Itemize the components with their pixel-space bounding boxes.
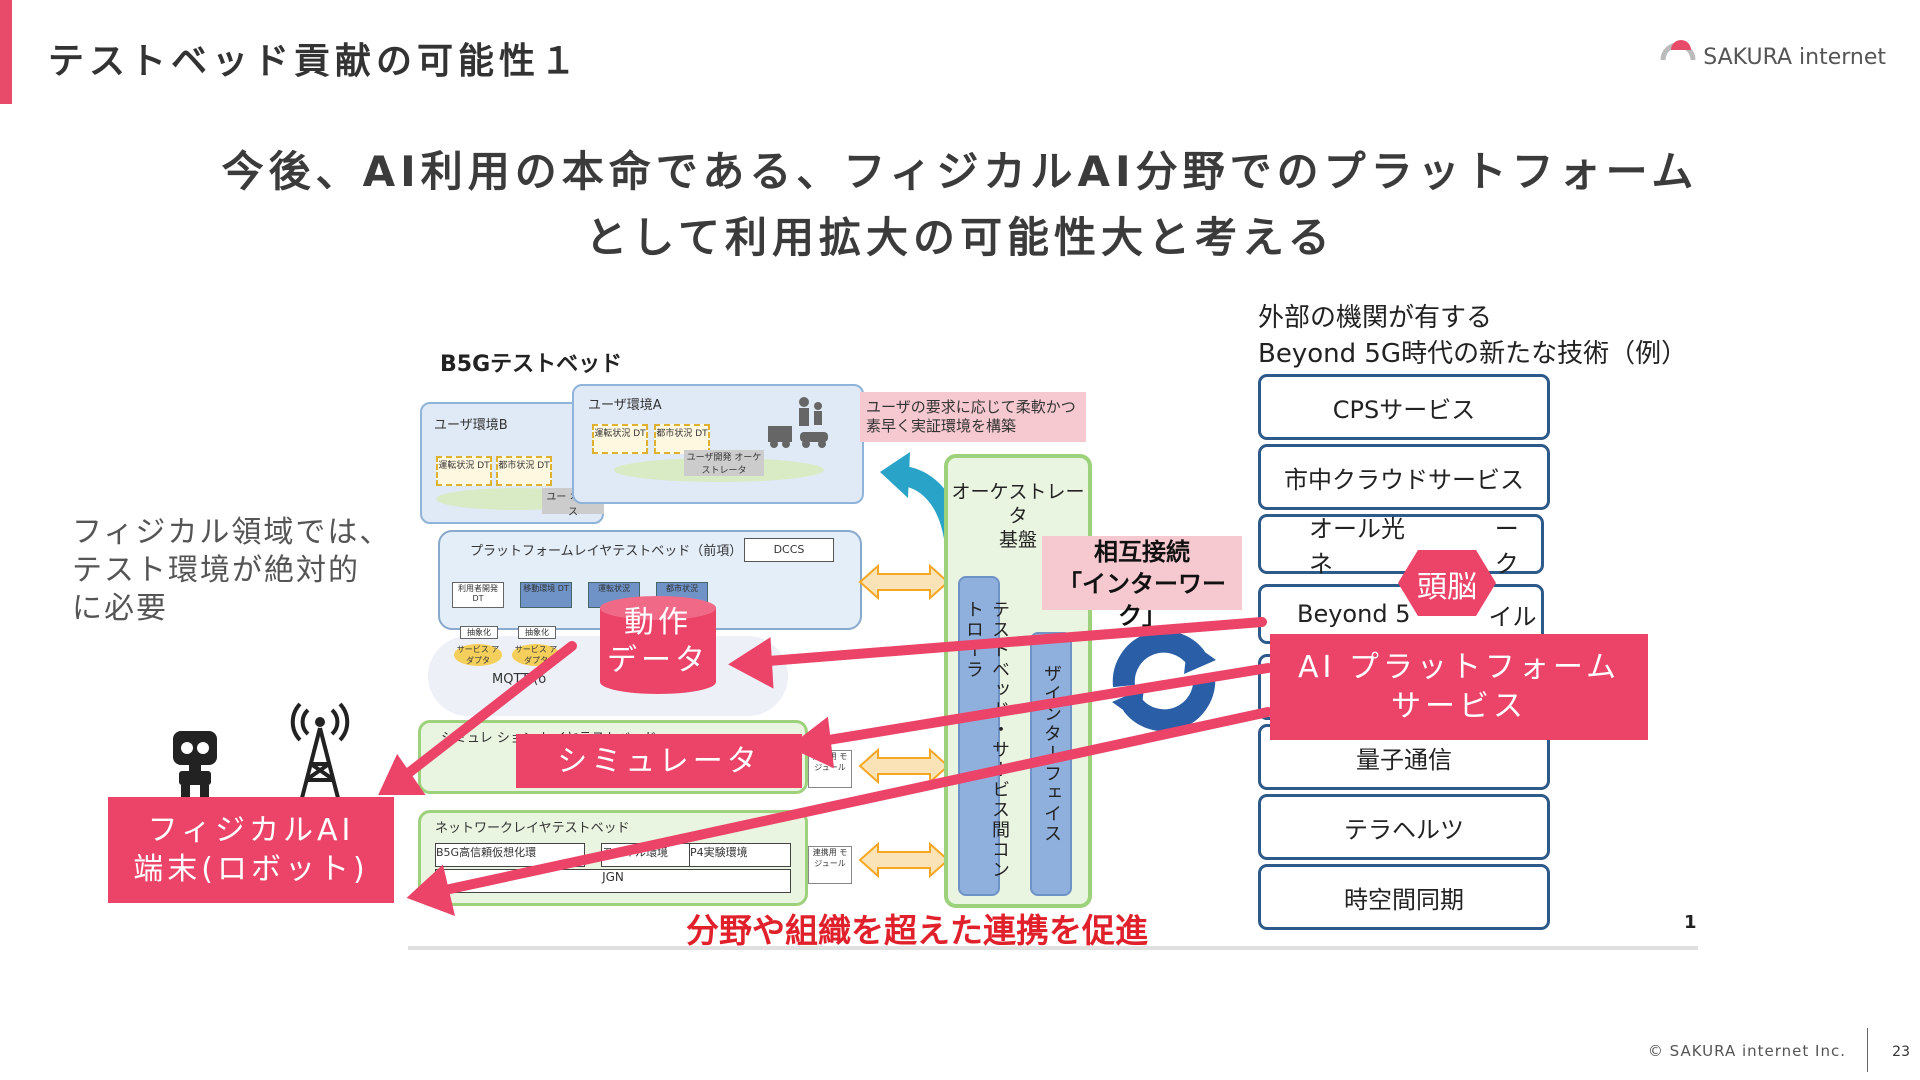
motion-data-cylinder: 動作 データ bbox=[600, 596, 716, 694]
service-controller-bar: テストベッド・サービス間コントローラ bbox=[958, 576, 1010, 896]
user-orchestrator: ユーザ開発 オーケストレータ bbox=[684, 450, 764, 476]
tech-item-cps: CPSサービス bbox=[1258, 374, 1550, 440]
interconnect-line1: 相互接続 bbox=[1094, 538, 1190, 566]
physical-ai-terminal-box: フィジカルAI 端末(ロボット) bbox=[108, 797, 394, 903]
physical-ai-label-line2: 端末(ロボット) bbox=[133, 852, 369, 887]
tech-item-all-optical-left: オール光ネ bbox=[1309, 515, 1405, 578]
arrow-to-simulator bbox=[811, 663, 1273, 747]
physical-ai-label-line1: フィジカルAI bbox=[147, 813, 355, 848]
sakura-logo-icon bbox=[1657, 40, 1699, 74]
module-box: 移動環境 DT bbox=[520, 582, 572, 608]
bottom-slogan: 分野や組織を超えた連携を促進 bbox=[686, 911, 1148, 950]
robot-icon bbox=[165, 725, 225, 805]
dt-box: 運転状況 DT bbox=[592, 424, 648, 454]
orchestrator-line2: 基盤 bbox=[998, 529, 1037, 551]
tech-item-b5g-mobile-right: イル bbox=[1488, 602, 1537, 631]
tech-item-terahertz: テラヘルツ bbox=[1258, 794, 1550, 860]
tech-item-spacetime-sync: 時空間同期 bbox=[1258, 864, 1550, 930]
left-note-line: に必要 bbox=[72, 591, 168, 626]
arrow-to-motion-data bbox=[751, 617, 1267, 667]
ai-platform-line2: サービス bbox=[1390, 689, 1527, 724]
user-env-b-label: ユーザ環境B bbox=[434, 418, 508, 433]
p4-env: P4実験環境 bbox=[689, 843, 791, 867]
copyright: © SAKURA internet Inc. bbox=[1647, 1042, 1846, 1060]
simulator-box: シミュレータ bbox=[516, 734, 802, 788]
headline-line-1: 今後、AI利用の本命である、フィジカルAI分野でのプラットフォーム bbox=[221, 147, 1699, 196]
interconnect-box: 相互接続 「インターワーク」 bbox=[1042, 536, 1242, 630]
external-heading: 外部の機関が有する Beyond 5G時代の新たな技術（例） bbox=[1258, 300, 1687, 372]
link-module: 連携用 モジュール bbox=[808, 846, 852, 884]
brain-hexagon: 頭脳 bbox=[1398, 550, 1496, 616]
left-note-line: テスト環境が絶対的 bbox=[72, 553, 360, 588]
dccs-box: DCCS bbox=[744, 538, 834, 562]
logo-text: SAKURA internet bbox=[1703, 44, 1886, 70]
dt-box: 運転状況 DT bbox=[436, 456, 492, 486]
platform-layer-label: プラットフォームレイヤテストベッド（前項） bbox=[470, 544, 743, 559]
dt-box: 都市状況 DT bbox=[496, 456, 552, 486]
motion-data-label: 動作 データ bbox=[600, 604, 716, 680]
arrow-to-terminal bbox=[431, 707, 1273, 897]
interconnect-line2: 「インターワーク」 bbox=[1058, 570, 1226, 630]
motion-data-line1: 動作 bbox=[624, 605, 692, 640]
tech-item-b5g-mobile-left: Beyond 5 bbox=[1297, 600, 1411, 628]
footer-separator bbox=[1867, 1028, 1868, 1072]
user-env-a-panel: ユーザ環境A 運転状況 DT 都市状況 DT ユーザ開発 オーケストレータ bbox=[572, 384, 864, 504]
ai-platform-service-box: AI プラットフォーム サービス bbox=[1270, 634, 1648, 740]
cycle-arrows-icon bbox=[1104, 626, 1224, 740]
people-vehicle-icon bbox=[764, 396, 844, 454]
brain-label: 頭脳 bbox=[1417, 570, 1477, 605]
service-adapter: サービス アダプタ bbox=[454, 644, 502, 666]
arrow-head bbox=[788, 716, 835, 769]
user-env-a-label: ユーザ環境A bbox=[588, 398, 662, 413]
arrow-data-to-terminal bbox=[397, 641, 577, 783]
headline-line-2: として利用拡大の可能性大と考える bbox=[585, 213, 1335, 262]
abstraction-label: 抽象化 bbox=[460, 626, 498, 639]
external-heading-line1: 外部の機関が有する bbox=[1258, 303, 1493, 333]
page-number: 23 bbox=[1892, 1044, 1910, 1060]
tech-item-all-optical-right: ーク bbox=[1494, 515, 1519, 578]
motion-data-line2: データ bbox=[607, 643, 709, 678]
page-title: テストベッド貢献の可能性１ bbox=[48, 41, 582, 82]
module-box: 利用者開発 DT bbox=[452, 582, 504, 608]
figure-footnote: 1 bbox=[1684, 912, 1697, 933]
arrow-head bbox=[378, 753, 426, 795]
arrow-head bbox=[728, 637, 774, 689]
tech-item-cloud: 市中クラウドサービス bbox=[1258, 444, 1550, 510]
orchestrator-line1: オーケストレータ bbox=[951, 481, 1085, 527]
abstraction-label: 抽象化 bbox=[518, 626, 556, 639]
left-note: フィジカル領域では、 テスト環境が絶対的 に必要 bbox=[72, 514, 391, 628]
callout-box: ユーザの要求に応じて柔軟かつ素早く実証環境を構築 bbox=[860, 392, 1086, 442]
figure-bottom-line bbox=[408, 946, 1698, 950]
testbed-title: B5Gテストベッド bbox=[440, 352, 623, 377]
arrow-head bbox=[406, 864, 456, 916]
b5g-testbed-figure: B5Gテストベッド ユーザ環境B 運転状況 DT 都市状況 DT ユー オーケス… bbox=[408, 300, 1698, 950]
dt-box: 都市状況 DT bbox=[654, 424, 710, 454]
accent-bar bbox=[0, 0, 12, 104]
external-heading-line2: Beyond 5G時代の新たな技術（例） bbox=[1258, 339, 1688, 369]
company-logo: SAKURA internet bbox=[1657, 40, 1886, 74]
orchestrator-label: オーケストレータ 基盤 bbox=[948, 480, 1088, 552]
antenna-icon bbox=[278, 700, 362, 804]
ai-platform-line1: AI プラットフォーム bbox=[1297, 650, 1620, 685]
tech-item-all-optical: オール光ネ ーク bbox=[1258, 514, 1544, 578]
left-note-line: フィジカル領域では、 bbox=[72, 515, 392, 550]
network-layer-label: ネットワークレイヤテストベッド bbox=[435, 821, 630, 836]
